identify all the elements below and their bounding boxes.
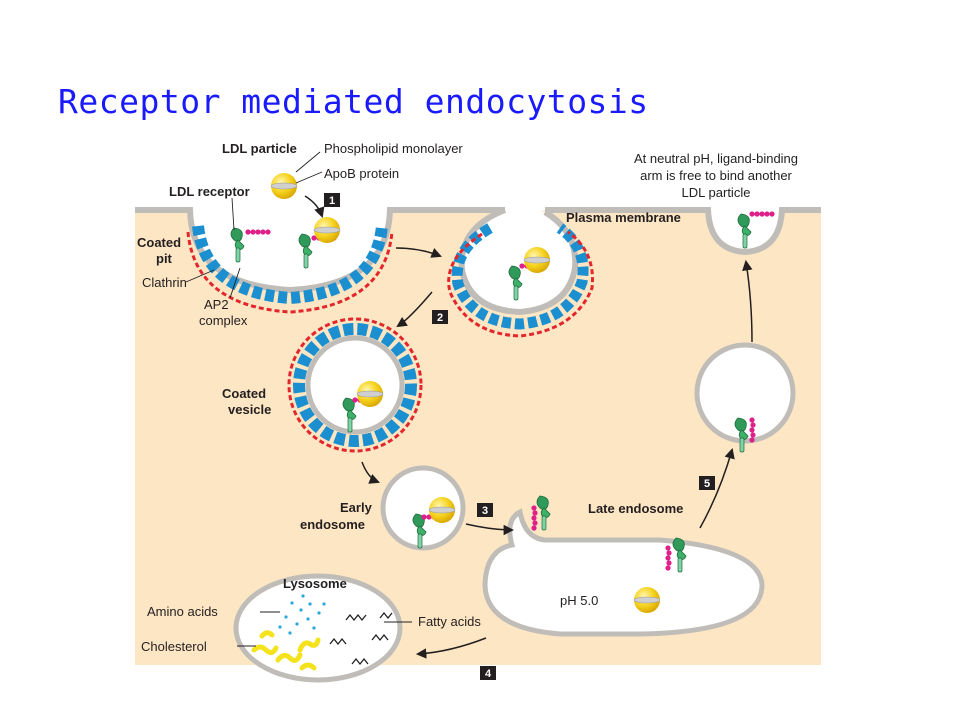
step-box-1: 1 [324,193,340,207]
label-ldl-particle: LDL particle [222,141,297,156]
label-cholesterol: Cholesterol [141,639,207,654]
ldl-particle-pit [313,216,341,244]
ldl-particle-budding [523,246,551,274]
coated-pit-ap2 [192,225,388,305]
ldl-particle-vesicle [356,380,384,408]
label-lysosome: Lysosome [283,576,347,591]
svg-text:5: 5 [704,478,710,490]
label-coated-pit-line1: Coated [137,235,181,250]
label-fatty-acids: Fatty acids [418,614,481,629]
label-ap2-line2: complex [199,313,248,328]
label-ldl-receptor: LDL receptor [169,184,250,199]
label-neutral-ph-line1: At neutral pH, ligand-binding [634,151,798,166]
svg-text:1: 1 [329,195,335,207]
early-endosome [380,465,466,551]
budding-pit-ap2 [451,223,589,330]
recycling-vesicle [694,342,796,444]
step-box-3: 3 [477,503,493,517]
svg-text:2: 2 [437,312,443,324]
label-apob-protein: ApoB protein [324,166,399,181]
coated-vesicle-ap2 [293,323,417,447]
label-neutral-ph-line3: LDL particle [682,185,751,200]
label-ph: pH 5.0 [560,593,598,608]
ldl-particle-early [428,496,456,524]
step-box-4: 4 [480,666,496,680]
label-coated-vesicle-line1: Coated [222,386,266,401]
svg-text:4: 4 [485,668,492,680]
label-amino-acids: Amino acids [147,604,218,619]
label-neutral-ph-line2: arm is free to bind another [640,168,792,183]
leader-lines [185,151,412,647]
fatty-acid-shapes [329,611,393,666]
pathway-arrows [304,195,753,659]
coated-vesicle [305,335,405,435]
svg-text:3: 3 [482,505,488,517]
budding-pit-clathrin [447,230,594,338]
label-plasma-membrane: Plasma membrane [566,210,681,225]
slide-title: Receptor mediated endocytosis [58,82,649,121]
label-early-endosome-line1: Early [340,500,373,515]
cholesterol-shapes [251,630,321,671]
label-early-endosome-line2: endosome [300,517,365,532]
late-endosome [482,508,765,637]
ldl-particle-free [270,172,298,200]
label-coated-vesicle-line2: vesicle [228,402,271,417]
step-box-2: 2 [432,310,448,324]
label-ap2-line1: AP2 [204,297,229,312]
step-box-5: 5 [699,476,715,490]
coated-pit-clathrin [186,231,394,314]
coated-vesicle-clathrin [287,317,423,453]
label-phospholipid-monolayer: Phospholipid monolayer [324,141,463,156]
lysosome [233,573,403,683]
label-coated-pit-line2: pit [156,251,173,266]
amino-acid-dots [278,594,326,635]
ldl-particle-late [633,586,661,614]
label-clathrin: Clathrin [142,275,187,290]
label-late-endosome: Late endosome [588,501,683,516]
